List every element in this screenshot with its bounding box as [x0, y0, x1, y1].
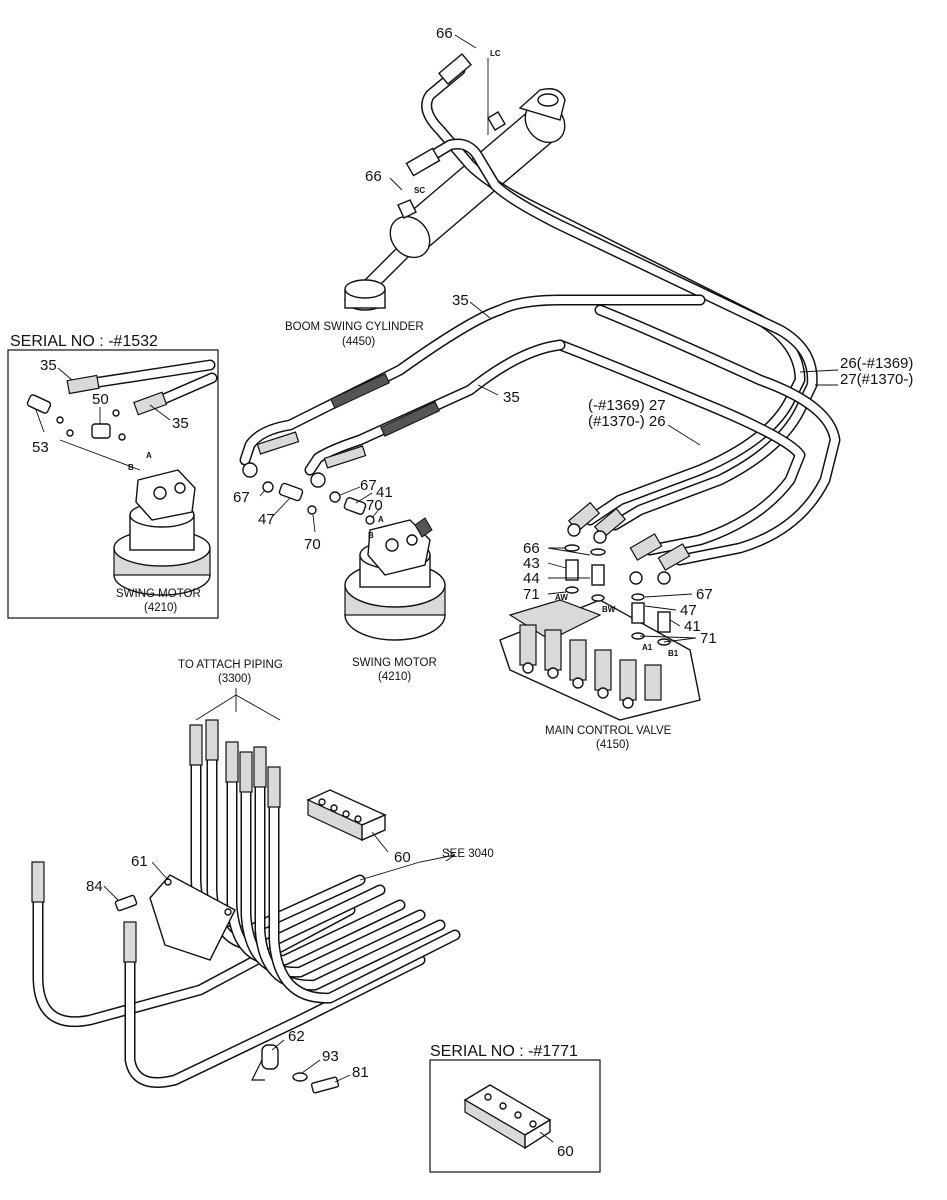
main-control-valve-label: MAIN CONTROL VALVE: [545, 725, 672, 737]
callout-41-valve: 41: [684, 618, 701, 635]
callout-70-bottom: 70: [304, 536, 321, 553]
callout-93: 93: [322, 1048, 339, 1065]
inset-serial-top: SERIAL NO : -#1532: [10, 333, 158, 350]
callout-35-lower: 35: [503, 389, 520, 406]
callout-70-right: 70: [366, 497, 383, 514]
swing-motor-code: (4210): [378, 671, 411, 683]
leader-lines: [35, 34, 839, 1143]
boom-swing-cylinder-label: BOOM SWING CYLINDER: [285, 321, 424, 333]
callout-41-motor: 41: [376, 484, 393, 501]
callout-67-motor-left: 67: [233, 489, 250, 506]
attach-piping: [31, 688, 461, 1094]
inset-serial-1532: [7, 349, 219, 619]
callout-71-left: 71: [523, 586, 540, 603]
port-a-motor: A: [378, 515, 384, 524]
callout-67-motor-right: 67: [360, 477, 377, 494]
motor-fittings: [262, 481, 375, 525]
inset-serial-1771: [429, 1059, 601, 1173]
callout-71-right: 71: [700, 630, 717, 647]
callout-81: 81: [352, 1064, 369, 1081]
callout-67-valve: 67: [696, 586, 713, 603]
callout-43: 43: [523, 555, 540, 572]
inset-swing-motor-code: (4210): [144, 602, 177, 614]
see-3040-label: SEE 3040: [442, 848, 494, 860]
callout-47-motor: 47: [258, 511, 275, 528]
swing-motor: [344, 517, 446, 641]
callout-35-upper: 35: [452, 292, 469, 309]
inset-callout-35-a: 35: [40, 357, 57, 374]
port-a1: A1: [642, 643, 653, 652]
boom-swing-cylinder-code: (4450): [342, 336, 375, 348]
main-control-valve-code: (4150): [596, 739, 629, 751]
callout-66-valve: 66: [523, 540, 540, 557]
to-attach-piping-code: (3300): [218, 673, 251, 685]
port-b-inset: B: [128, 463, 134, 472]
callout-66-top: 66: [436, 25, 453, 42]
port-bw: BW: [602, 605, 616, 614]
port-a-inset: A: [146, 451, 152, 460]
callout-27-26-left-b: (#1370-) 26: [588, 413, 666, 430]
callout-84: 84: [86, 878, 103, 895]
port-b-motor: B: [368, 531, 374, 540]
inset-serial-bottom: SERIAL NO : -#1771: [430, 1043, 578, 1060]
main-control-valve: [499, 599, 701, 721]
callout-61: 61: [131, 853, 148, 870]
port-lc: LC: [490, 49, 501, 58]
callout-60-block: 60: [394, 849, 411, 866]
hose-26-27: [405, 53, 818, 544]
swing-motor-label: SWING MOTOR: [352, 657, 437, 669]
inset-callout-50: 50: [92, 391, 109, 408]
callout-66-mid: 66: [365, 168, 382, 185]
inset-callout-35-b: 35: [172, 415, 189, 432]
to-attach-piping-label: TO ATTACH PIPING: [178, 659, 283, 671]
hose-26-27-return: [554, 304, 841, 585]
callout-47-valve: 47: [680, 602, 697, 619]
boom-swing-cylinder: [344, 88, 566, 311]
hose-35: [239, 294, 706, 488]
callout-62: 62: [288, 1028, 305, 1045]
inset-callout-53: 53: [32, 439, 49, 456]
callout-27-26-left-a: (-#1369) 27: [588, 397, 666, 414]
valve-fittings: [564, 544, 671, 646]
inset-swing-motor-label: SWING MOTOR: [116, 588, 201, 600]
inset-callout-60: 60: [557, 1143, 574, 1160]
callout-26-27-right-b: 27(#1370-): [840, 371, 913, 388]
port-sc: SC: [414, 186, 425, 195]
callout-26-27-right-a: 26(-#1369): [840, 355, 913, 372]
callout-labels: 66 LC 66 SC BOOM SWING CYLINDER (4450) 3…: [10, 25, 913, 1160]
callout-44: 44: [523, 570, 540, 587]
port-b1: B1: [668, 649, 679, 658]
port-aw: AW: [555, 593, 568, 602]
